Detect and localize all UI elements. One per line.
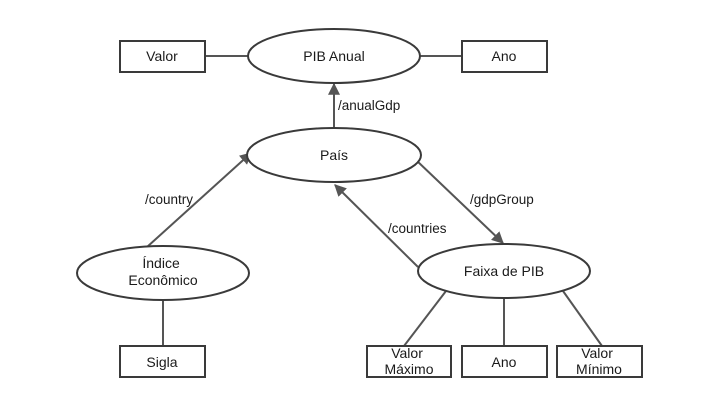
node-valor-maximo-line-1: Valor: [391, 345, 423, 361]
edge-label-countries: /countries: [388, 221, 447, 236]
node-pib-anual: PIB Anual: [247, 28, 421, 84]
node-valor-maximo-shape: [366, 345, 452, 378]
edge-gdp-group-arrow: [415, 159, 504, 244]
node-valor-label: Valor: [146, 48, 178, 64]
node-valor-maximo-label: Valor Máximo: [384, 345, 433, 377]
node-faixa-pib-label: Faixa de PIB: [464, 263, 544, 279]
node-sigla: Sigla: [119, 345, 206, 378]
edge-label-country: /country: [145, 192, 193, 207]
node-pais-shape: [246, 127, 422, 183]
node-ano-bottom-shape: [461, 345, 548, 378]
edge-countries-arrow: [334, 184, 419, 268]
node-pais-label: País: [320, 147, 348, 163]
node-indice-economico-shape: [76, 245, 250, 301]
node-ano-bottom: Ano: [461, 345, 548, 378]
node-ano-top-label: Ano: [492, 48, 517, 64]
node-indice-economico-label: Índice Econômico: [128, 255, 197, 288]
node-valor-shape: [119, 40, 206, 73]
node-ano-top-shape: [461, 40, 548, 73]
node-ano-bottom-label: Ano: [492, 354, 517, 370]
node-indice-economico-line-2: Econômico: [128, 272, 197, 288]
node-valor-maximo-line-2: Máximo: [384, 361, 433, 377]
node-valor-maximo: Valor Máximo: [366, 345, 452, 378]
edge-faixa-valor-minimo: [562, 290, 603, 347]
edge-faixa-valor-maximo: [403, 290, 447, 347]
node-valor-minimo: Valor Mínimo: [556, 345, 643, 378]
node-sigla-label: Sigla: [146, 354, 177, 370]
edge-country-arrow: [146, 152, 252, 248]
node-indice-economico-line-1: Índice: [142, 255, 180, 271]
node-pib-anual-shape: [247, 28, 421, 84]
node-indice-economico: Índice Econômico: [76, 245, 250, 301]
node-valor-minimo-line-1: Valor: [581, 345, 613, 361]
node-pais: País: [246, 127, 422, 183]
node-valor: Valor: [119, 40, 206, 73]
node-faixa-pib: Faixa de PIB: [417, 243, 591, 299]
node-ano-top: Ano: [461, 40, 548, 73]
node-valor-minimo-line-2: Mínimo: [576, 361, 622, 377]
node-faixa-pib-shape: [417, 243, 591, 299]
edge-label-gdp-group: /gdpGroup: [470, 192, 534, 207]
node-pib-anual-label: PIB Anual: [303, 48, 365, 64]
node-valor-minimo-shape: [556, 345, 643, 378]
node-valor-minimo-label: Valor Mínimo: [576, 345, 622, 377]
node-sigla-shape: [119, 345, 206, 378]
edge-label-anual-gdp: /anualGdp: [338, 98, 400, 113]
